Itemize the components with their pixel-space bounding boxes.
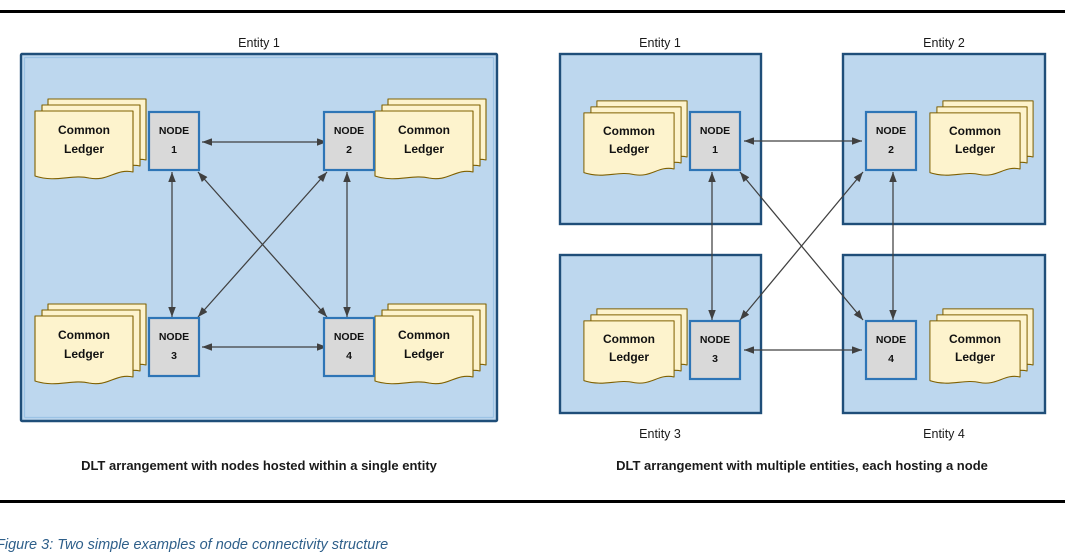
node-label-line2: 1 xyxy=(712,144,718,156)
right-panel: Entity 1 Entity 2 Entity 3 Entity 4 xyxy=(558,36,1047,473)
node-label-line1: NODE xyxy=(159,331,189,343)
ledger-label-line2: Ledger xyxy=(609,142,649,156)
node-box[interactable] xyxy=(688,110,742,172)
node-label-line2: 2 xyxy=(888,144,894,156)
left-connections xyxy=(168,138,351,351)
node-label-line1: NODE xyxy=(876,334,906,346)
ledger-label-line1: Common xyxy=(603,332,655,346)
right-connections xyxy=(708,137,897,354)
ledger-label-line1: Common xyxy=(398,328,450,342)
ledger-label-line1: Common xyxy=(398,123,450,137)
node-label-line1: NODE xyxy=(700,334,730,346)
right-entity-4-label: Entity 4 xyxy=(923,427,965,441)
right-ledger-4: Common Ledger xyxy=(929,308,1034,384)
left-ledger-top-left: Common Ledger xyxy=(34,98,147,180)
node-label-line1: NODE xyxy=(334,125,364,137)
ledger-label-line2: Ledger xyxy=(955,142,995,156)
left-link-2-3 xyxy=(197,171,328,318)
left-node-2[interactable]: NODE 2 xyxy=(322,110,376,172)
ledger-label-line2: Ledger xyxy=(64,142,104,156)
left-ledger-top-right: Common Ledger xyxy=(374,98,487,180)
node-label-line2: 1 xyxy=(171,144,177,156)
ledger-label-line1: Common xyxy=(949,332,1001,346)
node-label-line2: 4 xyxy=(346,350,352,362)
node-box[interactable] xyxy=(688,319,742,381)
right-ledger-2: Common Ledger xyxy=(929,100,1034,176)
node-box[interactable] xyxy=(147,110,201,172)
right-ledger-1: Common Ledger xyxy=(583,100,688,176)
node-label-line1: NODE xyxy=(700,125,730,137)
right-node-1[interactable]: NODE 1 xyxy=(688,110,742,172)
ledger-label-line1: Common xyxy=(949,124,1001,138)
right-entity-3-label: Entity 3 xyxy=(639,427,681,441)
node-label-line2: 3 xyxy=(171,350,177,362)
figure-caption: Figure 3: Two simple examples of node co… xyxy=(0,537,388,553)
right-entity-1-label: Entity 1 xyxy=(639,36,681,50)
right-node-4[interactable]: NODE 4 xyxy=(864,319,918,381)
node-box[interactable] xyxy=(322,110,376,172)
left-node-3[interactable]: NODE 3 xyxy=(147,316,201,378)
node-box[interactable] xyxy=(322,316,376,378)
left-entity-label: Entity 1 xyxy=(238,36,280,50)
ledger-label-line2: Ledger xyxy=(64,347,104,361)
ledger-label-line1: Common xyxy=(58,328,110,342)
node-label-line2: 4 xyxy=(888,353,894,365)
right-entity-2-label: Entity 2 xyxy=(923,36,965,50)
node-label-line2: 3 xyxy=(712,353,718,365)
left-entity-box-inner-edge xyxy=(23,56,495,419)
node-box[interactable] xyxy=(864,319,918,381)
right-node-3[interactable]: NODE 3 xyxy=(688,319,742,381)
ledger-label-line1: Common xyxy=(58,123,110,137)
ledger-label-line2: Ledger xyxy=(955,350,995,364)
left-node-1[interactable]: NODE 1 xyxy=(147,110,201,172)
right-node-2[interactable]: NODE 2 xyxy=(864,110,918,172)
right-link-2-3 xyxy=(739,171,864,321)
node-box[interactable] xyxy=(147,316,201,378)
bottom-rule xyxy=(0,500,1065,503)
node-label-line1: NODE xyxy=(876,125,906,137)
ledger-label-line2: Ledger xyxy=(404,142,444,156)
node-label-line2: 2 xyxy=(346,144,352,156)
node-box[interactable] xyxy=(864,110,918,172)
left-panel: Entity 1 xyxy=(19,36,499,473)
right-ledger-3: Common Ledger xyxy=(583,308,688,384)
left-panel-caption: DLT arrangement with nodes hosted within… xyxy=(81,458,438,473)
left-ledger-bottom-left: Common Ledger xyxy=(34,303,147,385)
node-label-line1: NODE xyxy=(334,331,364,343)
ledger-label-line2: Ledger xyxy=(609,350,649,364)
left-node-4[interactable]: NODE 4 xyxy=(322,316,376,378)
ledger-label-line1: Common xyxy=(603,124,655,138)
right-panel-caption: DLT arrangement with multiple entities, … xyxy=(616,458,988,473)
ledger-label-line2: Ledger xyxy=(404,347,444,361)
left-ledger-bottom-right: Common Ledger xyxy=(374,303,487,385)
top-rule xyxy=(0,10,1065,13)
node-label-line1: NODE xyxy=(159,125,189,137)
